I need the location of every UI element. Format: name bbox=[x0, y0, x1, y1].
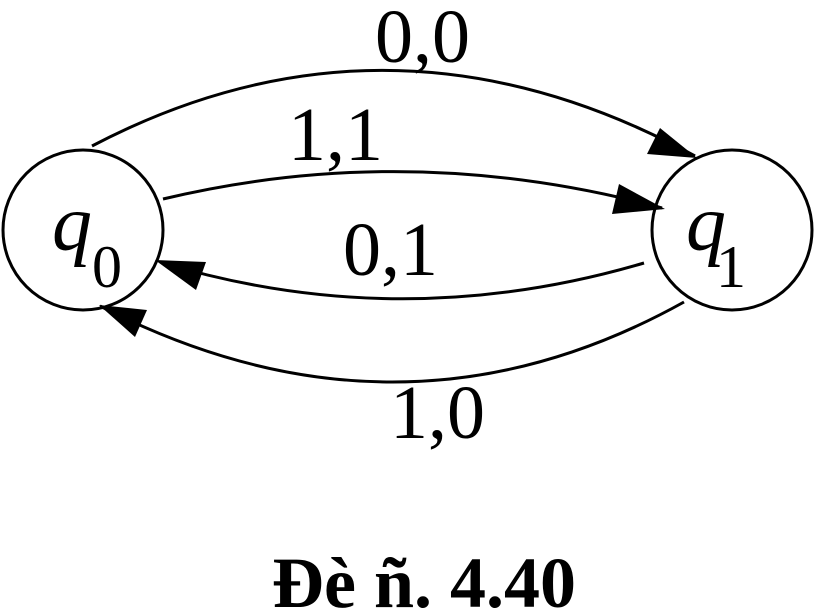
edge-q1-q0-inner-arrowhead bbox=[155, 260, 206, 290]
edge-q1-q0-inner-label: 0,1 bbox=[343, 208, 438, 292]
state-q1-circle bbox=[650, 148, 814, 312]
state-q0-name: q bbox=[52, 180, 92, 268]
edge-q0-q1-inner bbox=[162, 170, 663, 210]
edge-q1-q0-bottom bbox=[99, 300, 685, 384]
edge-q0-q1-inner-arrowhead bbox=[612, 184, 665, 214]
figure-caption: Đè ñ. 4.40 bbox=[272, 543, 576, 613]
edge-q0-q1-top-label: 0,0 bbox=[375, 0, 470, 79]
state-q1-name: q bbox=[686, 180, 726, 268]
edge-q0-q1-inner-label: 1,1 bbox=[288, 93, 383, 177]
edge-q1-q0-inner bbox=[159, 260, 645, 301]
state-q1-subscript: 1 bbox=[716, 234, 746, 300]
state-q0-subscript: 0 bbox=[92, 234, 122, 300]
edge-q1-q0-bottom-label: 1,0 bbox=[390, 371, 485, 455]
edge-q0-q1-top-arrowhead bbox=[647, 128, 697, 158]
state-q0-circle bbox=[1, 148, 165, 312]
edge-q0-q1-top bbox=[91, 69, 696, 158]
edge-q1-q0-bottom-arrowhead bbox=[99, 305, 147, 337]
